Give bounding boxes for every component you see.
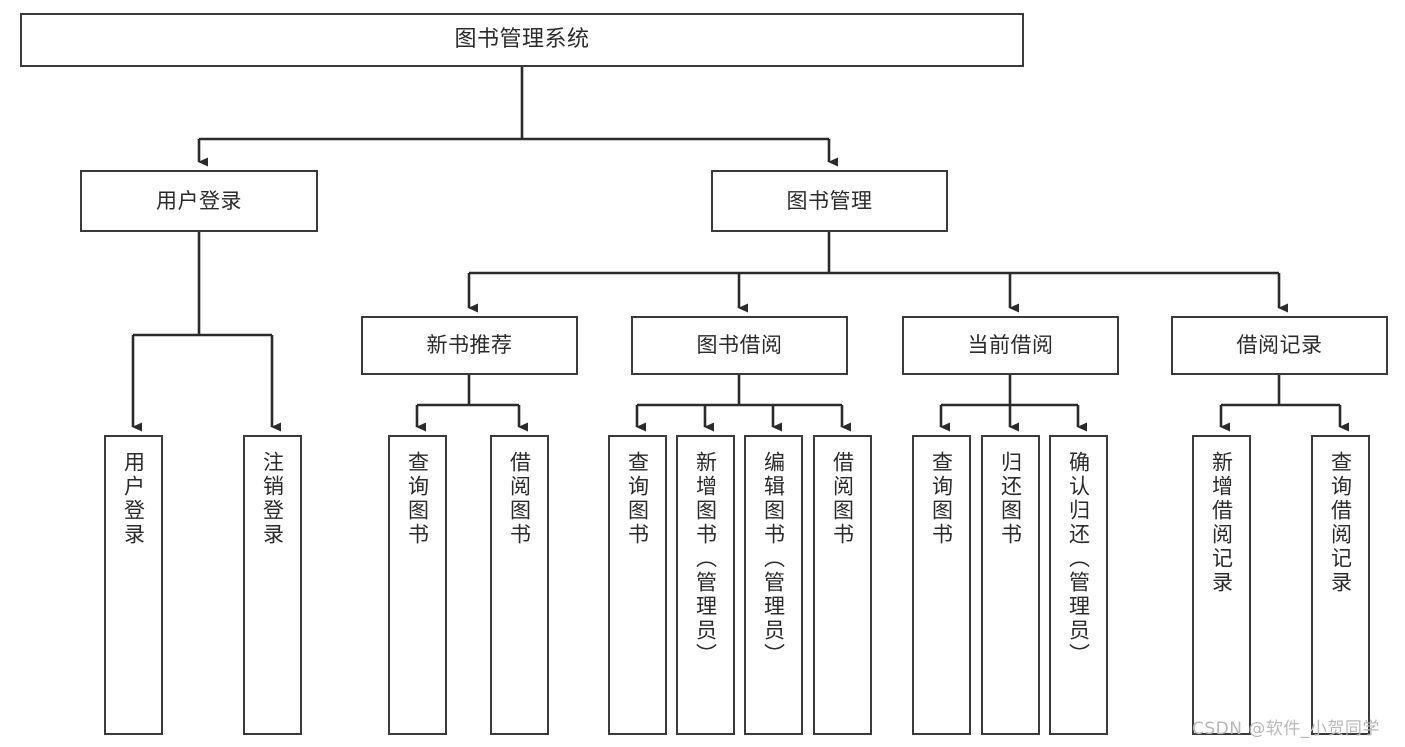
node-leaf-query-book-2-label: 查询图书 bbox=[625, 451, 650, 547]
node-leaf-query-book-2[interactable]: 查询图书 bbox=[608, 435, 667, 735]
node-new-book-recommend-label: 新书推荐 bbox=[426, 333, 513, 358]
node-leaf-query-book-1[interactable]: 查询图书 bbox=[388, 435, 447, 735]
node-current-borrow[interactable]: 当前借阅 bbox=[902, 316, 1119, 375]
node-leaf-query-borrow-record-label: 查询借阅记录 bbox=[1328, 451, 1353, 595]
node-leaf-user-login[interactable]: 用户登录 bbox=[104, 435, 163, 735]
node-leaf-edit-book-admin-label: 编辑图书（管理员） bbox=[761, 451, 786, 667]
node-leaf-add-borrow-record-label: 新增借阅记录 bbox=[1209, 451, 1234, 595]
node-leaf-user-login-label: 用户登录 bbox=[121, 451, 146, 547]
node-current-borrow-label: 当前借阅 bbox=[967, 333, 1054, 358]
node-root[interactable]: 图书管理系统 bbox=[20, 13, 1024, 67]
node-leaf-borrow-book-2-label: 借阅图书 bbox=[830, 451, 855, 547]
node-borrow-record[interactable]: 借阅记录 bbox=[1171, 316, 1388, 375]
node-leaf-confirm-return-admin[interactable]: 确认归还（管理员） bbox=[1049, 435, 1108, 735]
node-root-label: 图书管理系统 bbox=[454, 27, 590, 53]
node-user-login[interactable]: 用户登录 bbox=[80, 170, 318, 232]
node-leaf-add-book-admin-label: 新增图书（管理员） bbox=[693, 451, 718, 667]
node-leaf-add-borrow-record[interactable]: 新增借阅记录 bbox=[1192, 435, 1251, 735]
node-user-login-label: 用户登录 bbox=[156, 188, 242, 213]
node-leaf-borrow-book-1[interactable]: 借阅图书 bbox=[490, 435, 549, 735]
node-leaf-confirm-return-admin-label: 确认归还（管理员） bbox=[1066, 451, 1091, 667]
node-leaf-query-book-3-label: 查询图书 bbox=[929, 451, 954, 547]
node-new-book-recommend[interactable]: 新书推荐 bbox=[361, 316, 578, 375]
node-leaf-add-book-admin[interactable]: 新增图书（管理员） bbox=[676, 435, 735, 735]
node-book-management[interactable]: 图书管理 bbox=[711, 170, 948, 232]
node-book-borrow[interactable]: 图书借阅 bbox=[631, 316, 848, 375]
node-leaf-edit-book-admin[interactable]: 编辑图书（管理员） bbox=[744, 435, 803, 735]
node-leaf-borrow-book-2[interactable]: 借阅图书 bbox=[813, 435, 872, 735]
node-leaf-query-book-3[interactable]: 查询图书 bbox=[912, 435, 971, 735]
node-leaf-borrow-book-1-label: 借阅图书 bbox=[507, 451, 532, 547]
node-leaf-query-borrow-record[interactable]: 查询借阅记录 bbox=[1311, 435, 1370, 735]
node-leaf-logout-login-label: 注销登录 bbox=[260, 451, 285, 547]
node-leaf-return-book[interactable]: 归还图书 bbox=[981, 435, 1040, 735]
watermark-text: CSDN @软件_小贺同学 bbox=[1192, 719, 1380, 739]
node-borrow-record-label: 借阅记录 bbox=[1236, 333, 1323, 358]
node-book-management-label: 图书管理 bbox=[786, 188, 873, 213]
node-leaf-logout-login[interactable]: 注销登录 bbox=[243, 435, 302, 735]
node-book-borrow-label: 图书借阅 bbox=[696, 333, 783, 358]
node-leaf-query-book-1-label: 查询图书 bbox=[405, 451, 430, 547]
node-leaf-return-book-label: 归还图书 bbox=[998, 451, 1023, 547]
